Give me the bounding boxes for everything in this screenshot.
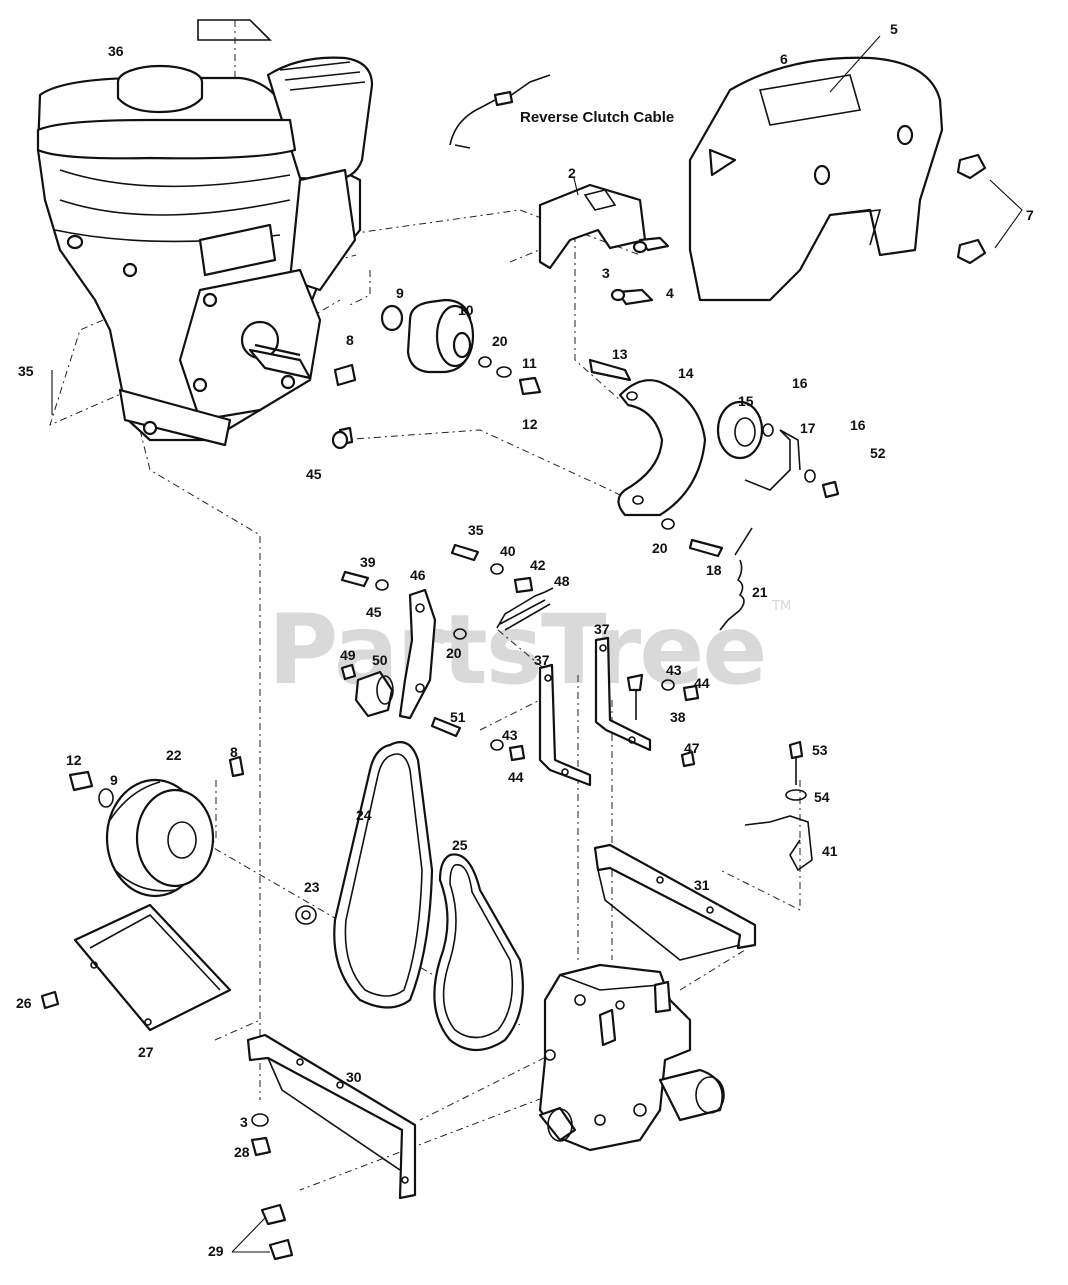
callout-39: 39: [360, 554, 376, 570]
callout-12-top: 12: [522, 416, 538, 432]
lower-pulley-22: [68, 755, 317, 925]
watermark-tm: TM: [771, 599, 791, 614]
callout-15: 15: [738, 393, 754, 409]
callout-22: 22: [166, 747, 182, 763]
callout-53: 53: [812, 742, 828, 758]
callout-31: 31: [694, 877, 710, 893]
shield-27: [40, 903, 232, 1032]
callout-4: 4: [666, 285, 674, 301]
callout-54: 54: [814, 789, 830, 805]
callout-35-top: 35: [18, 363, 34, 379]
bracket-31: [593, 843, 757, 961]
shift-rod: [744, 740, 813, 872]
callout-49: 49: [340, 647, 356, 663]
callout-45-mid: 45: [366, 604, 382, 620]
brackets-37: [490, 636, 700, 787]
callout-52: 52: [870, 445, 886, 461]
decal-outline: [197, 19, 272, 41]
transmission: [538, 963, 725, 1152]
callout-10: 10: [458, 302, 474, 318]
leader-lines: [51, 35, 881, 415]
callout-5: 5: [890, 21, 898, 37]
callout-17: 17: [800, 420, 816, 436]
callout-12-low: 12: [66, 752, 82, 768]
callout-29: 29: [208, 1243, 224, 1259]
callout-30: 30: [346, 1069, 362, 1085]
brake-assembly: [340, 543, 554, 738]
callout-20-mid: 20: [652, 540, 668, 556]
callout-44-b: 44: [508, 769, 524, 785]
callout-16-b: 16: [850, 417, 866, 433]
callout-43-a: 43: [666, 662, 682, 678]
callout-13: 13: [612, 346, 628, 362]
callout-51: 51: [450, 709, 466, 725]
callout-20-top: 20: [492, 333, 508, 349]
callout-42: 42: [530, 557, 546, 573]
callout-8-low: 8: [230, 744, 238, 760]
callout-44-a: 44: [694, 675, 710, 691]
callout-50: 50: [372, 652, 388, 668]
callout-28: 28: [234, 1144, 250, 1160]
callout-45-top: 45: [306, 466, 322, 482]
callout-23: 23: [304, 879, 320, 895]
callout-36: 36: [108, 43, 124, 59]
belt-cover: [688, 56, 1023, 302]
callout-14: 14: [678, 365, 694, 381]
callout-25: 25: [452, 837, 468, 853]
callout-47: 47: [684, 740, 700, 756]
bracket-30: [231, 1033, 417, 1261]
reverse-clutch-cable-caption: Reverse Clutch Cable: [520, 109, 674, 126]
callout-35-mid: 35: [468, 522, 484, 538]
callout-9-top: 9: [396, 285, 404, 301]
idler-assembly: [588, 358, 840, 631]
callout-18: 18: [706, 562, 722, 578]
callout-8-top: 8: [346, 332, 354, 348]
callout-7: 7: [1026, 207, 1034, 223]
callout-6: 6: [780, 51, 788, 67]
callout-2: 2: [568, 165, 576, 181]
callout-41: 41: [822, 843, 838, 859]
callouts: 36 5 6 7 2 3 4 9 10 8 20 11 12 13 14 15 …: [16, 21, 1034, 1259]
callout-21: 21: [752, 584, 768, 600]
callout-43-b: 43: [502, 727, 518, 743]
callout-20-low: 20: [446, 645, 462, 661]
callout-9-low: 9: [110, 772, 118, 788]
callout-24: 24: [356, 807, 372, 823]
callout-16-a: 16: [792, 375, 808, 391]
drive-pulley-10: [331, 298, 542, 450]
callout-40: 40: [500, 543, 516, 559]
callout-37-b: 37: [534, 652, 550, 668]
bracket-2: [538, 183, 670, 306]
callout-11: 11: [522, 355, 537, 371]
callout-38: 38: [670, 709, 686, 725]
callout-26: 26: [16, 995, 32, 1011]
callout-3-low: 3: [240, 1114, 248, 1130]
callout-46: 46: [410, 567, 426, 583]
callout-48: 48: [554, 573, 570, 589]
callout-27: 27: [138, 1044, 154, 1060]
reverse-clutch-cable: [449, 74, 551, 149]
engine: [36, 56, 374, 447]
belts: [333, 741, 524, 1052]
callout-37-a: 37: [594, 621, 610, 637]
callout-3-top: 3: [602, 265, 610, 281]
